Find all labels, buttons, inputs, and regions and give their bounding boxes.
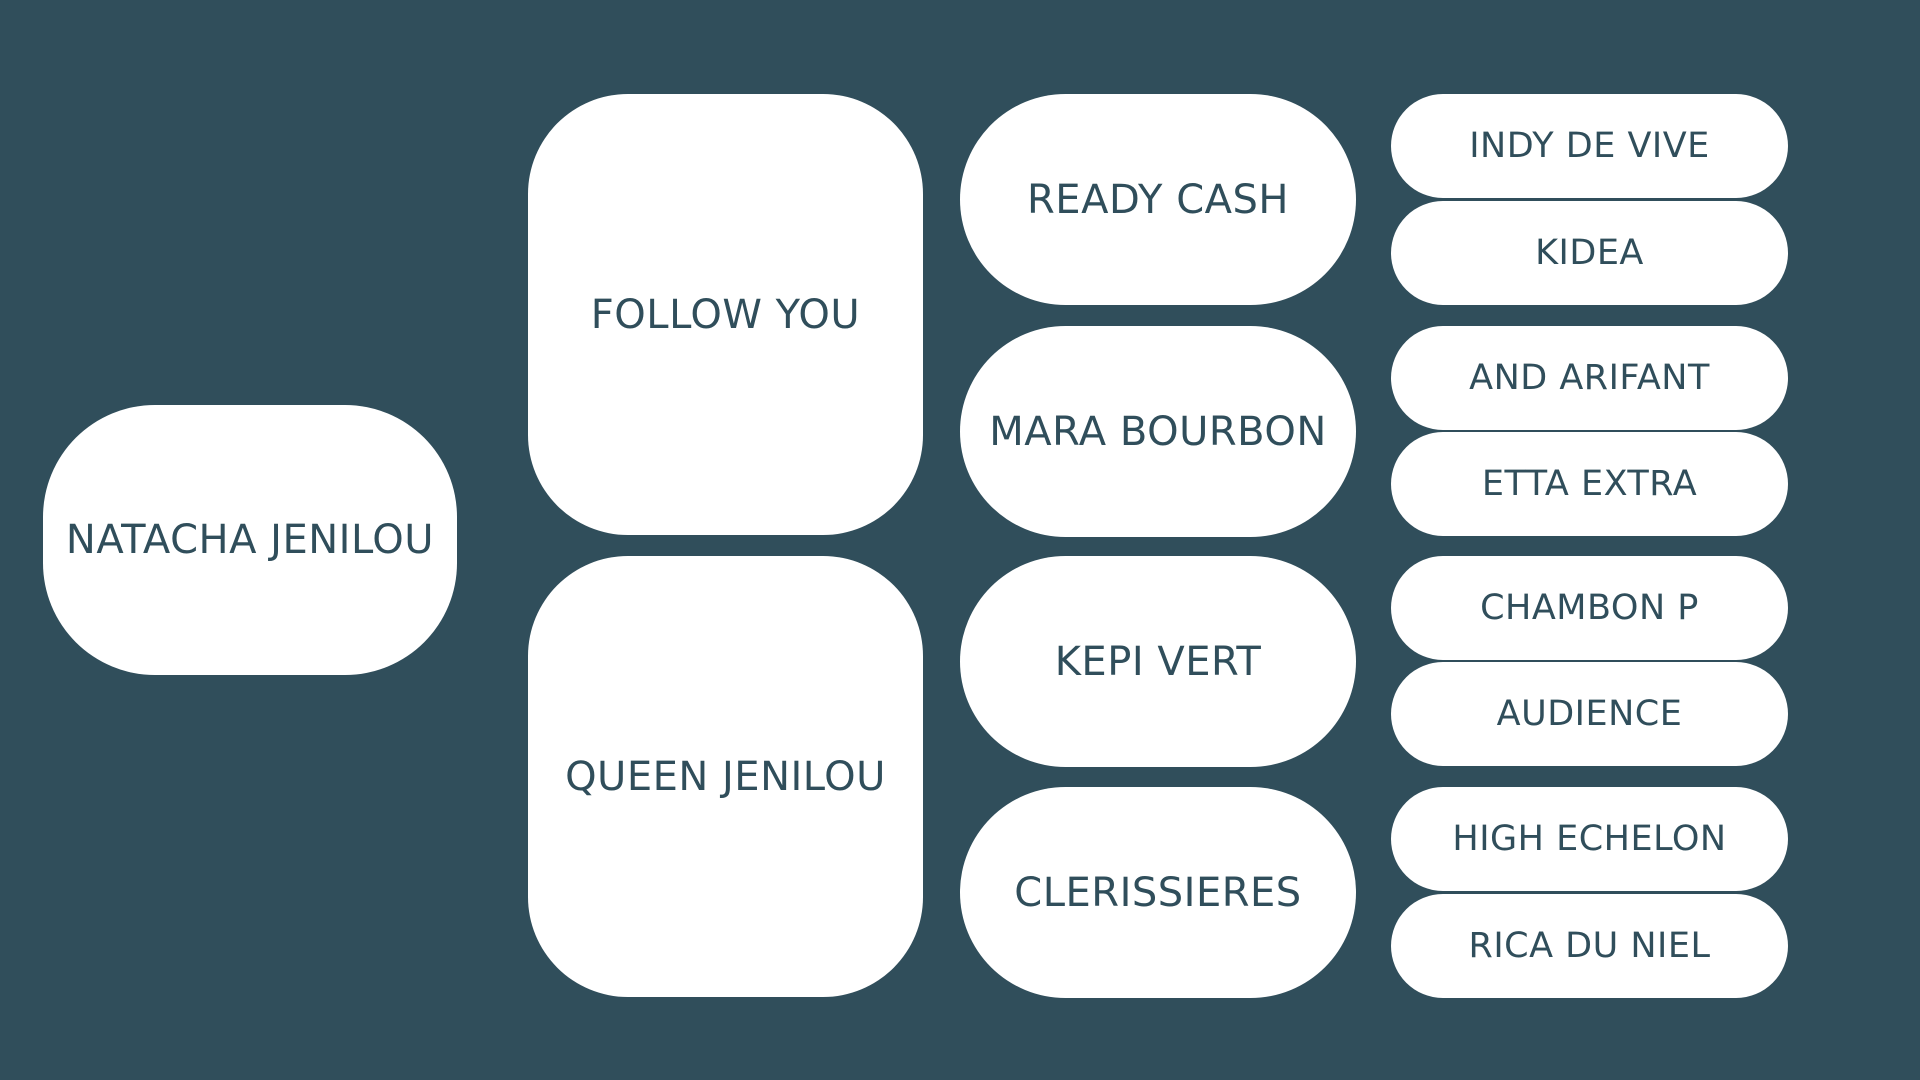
great-grandparent-node: CHAMBON P xyxy=(1391,556,1788,660)
great-grandparent-node: INDY DE VIVE xyxy=(1391,94,1788,198)
grandparent-node: READY CASH xyxy=(960,94,1356,305)
great-grandparent-node: ETTA EXTRA xyxy=(1391,432,1788,536)
grandparent-node: CLERISSIERES xyxy=(960,787,1356,998)
great-grandparent-node: RICA DU NIEL xyxy=(1391,894,1788,998)
grandparent-node: KEPI VERT xyxy=(960,556,1356,767)
dam-node: QUEEN JENILOU xyxy=(528,556,923,997)
great-grandparent-node: KIDEA xyxy=(1391,201,1788,305)
subject-node: NATACHA JENILOU xyxy=(43,405,457,675)
great-grandparent-node: HIGH ECHELON xyxy=(1391,787,1788,891)
sire-node: FOLLOW YOU xyxy=(528,94,923,535)
great-grandparent-node: AUDIENCE xyxy=(1391,662,1788,766)
great-grandparent-node: AND ARIFANT xyxy=(1391,326,1788,430)
grandparent-node: MARA BOURBON xyxy=(960,326,1356,537)
